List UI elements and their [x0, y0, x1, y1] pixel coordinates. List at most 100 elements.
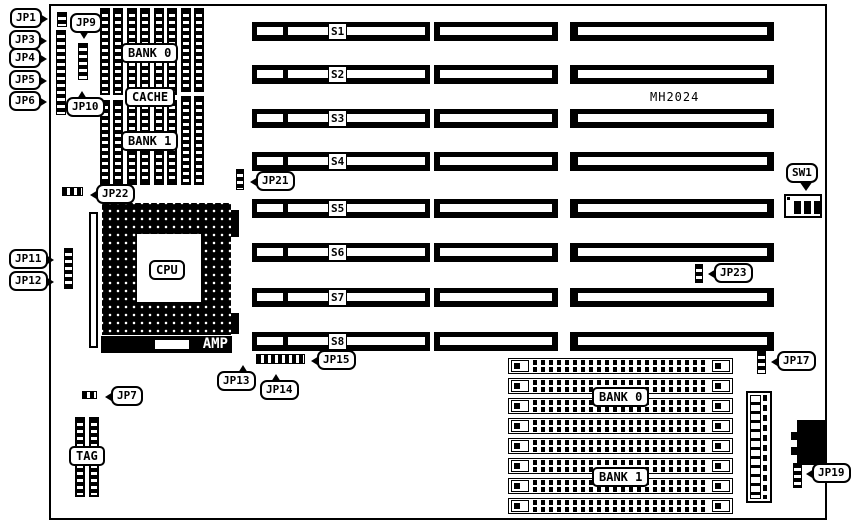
- memory-bank1-label: BANK 1: [592, 467, 650, 487]
- socket-lever-slot: [155, 340, 189, 349]
- slot-segment: [434, 288, 558, 307]
- callout-jp13: JP13: [217, 365, 256, 391]
- slot-segment: [434, 22, 558, 41]
- slot-contact-strip: [288, 248, 425, 256]
- expansion-slot-row-7: S7: [0, 288, 863, 307]
- cache-chip: [181, 8, 191, 92]
- cache-bank1-label: BANK 1: [121, 131, 179, 151]
- simm-contacts: [533, 500, 708, 512]
- slot-label: S5: [328, 200, 348, 217]
- expansion-slot-row-6: S6: [0, 243, 863, 262]
- power-connector: [746, 391, 772, 503]
- slot-contact-strip: [578, 293, 767, 301]
- jumper-jp9-jp10: [78, 43, 88, 80]
- callout-jp11: JP11: [9, 249, 53, 269]
- jumper-jp13-jp14-jp15: [256, 354, 305, 364]
- slot-contact-strip: [578, 27, 767, 35]
- slot-contact-strip: [578, 248, 767, 256]
- simm-clip: [712, 440, 730, 452]
- simm-socket: [508, 498, 733, 514]
- slot-contact-strip: [440, 70, 552, 78]
- expansion-slot-row-1: S1: [0, 22, 863, 41]
- simm-clip: [511, 380, 529, 392]
- expansion-slot-row-4: S4: [0, 152, 863, 171]
- slot-label: S6: [328, 244, 348, 261]
- slot-segment: [570, 332, 774, 351]
- slot-segment: [434, 243, 558, 262]
- simm-clip: [712, 360, 730, 372]
- callout-jp17: JP17: [771, 351, 816, 371]
- slot-segment: S5: [252, 199, 430, 218]
- jumper-jp19: [793, 463, 802, 488]
- slot-segment: [570, 109, 774, 128]
- slot-contact-strip: [440, 293, 552, 301]
- slot-segment: [434, 152, 558, 171]
- slot-contact-strip: [288, 293, 425, 301]
- simm-socket: [508, 418, 733, 434]
- slot-contact-strip: [257, 27, 283, 35]
- callout-jp14: JP14: [260, 374, 299, 400]
- expansion-slot-row-3: S3: [0, 109, 863, 128]
- cache-chip: [181, 96, 191, 185]
- jumper-jp11-jp12: [64, 248, 73, 289]
- socket-tab: [231, 210, 239, 237]
- slot-contact-strip: [257, 70, 283, 78]
- slot-contact-strip: [578, 70, 767, 78]
- callout-jp15: JP15: [311, 350, 356, 370]
- slot-label: S7: [328, 289, 348, 306]
- slot-contact-strip: [288, 70, 425, 78]
- slot-label: S2: [328, 66, 348, 83]
- slot-segment: [570, 22, 774, 41]
- simm-clip: [511, 360, 529, 372]
- slot-contact-strip: [578, 204, 767, 212]
- simm-clip: [712, 480, 730, 492]
- slot-contact-strip: [578, 337, 767, 345]
- simm-clip: [712, 460, 730, 472]
- callout-jp4: JP4: [9, 48, 47, 68]
- cache-chip: [194, 8, 204, 92]
- slot-contact-strip: [257, 157, 283, 165]
- cpu-socket-cavity: CPU: [137, 234, 201, 302]
- jumper-jp22: [62, 187, 83, 196]
- dip-pin1-dot: [787, 197, 790, 200]
- callout-jp21: JP21: [250, 171, 295, 191]
- callout-sw1: SW1: [786, 163, 818, 191]
- callout-jp6: JP6: [9, 91, 47, 111]
- slot-contact-strip: [440, 157, 552, 165]
- callout-jp22: JP22: [90, 184, 135, 204]
- slot-contact-strip: [257, 114, 283, 122]
- slot-contact-strip: [288, 337, 425, 345]
- tag-label: TAG: [69, 446, 105, 466]
- slot-segment: S4: [252, 152, 430, 171]
- expansion-slot-row-2: S2: [0, 65, 863, 84]
- callout-jp9: JP9: [70, 13, 102, 39]
- power-connector-key: [763, 395, 767, 499]
- simm-contacts: [533, 440, 708, 452]
- simm-contacts: [533, 360, 708, 372]
- jumper-jp17: [757, 351, 766, 374]
- cpu-side-bar: [89, 212, 98, 348]
- callout-jp1: JP1: [10, 8, 48, 28]
- cache-bank0-label: BANK 0: [121, 43, 179, 63]
- simm-clip: [511, 460, 529, 472]
- simm-contacts: [533, 420, 708, 432]
- slot-segment: S2: [252, 65, 430, 84]
- slot-label: S8: [328, 333, 348, 350]
- slot-contact-strip: [288, 157, 425, 165]
- slot-segment: S3: [252, 109, 430, 128]
- slot-contact-strip: [440, 337, 552, 345]
- jumper-jp21: [236, 169, 244, 190]
- cache-chip: [194, 96, 204, 185]
- callout-jp23: JP23: [708, 263, 753, 283]
- callout-jp7: JP7: [105, 386, 143, 406]
- cpu-socket: CPU: [102, 203, 231, 335]
- simm-clip: [511, 440, 529, 452]
- callout-jp12: JP12: [9, 271, 53, 291]
- slot-contact-strip: [578, 157, 767, 165]
- cpu-label: CPU: [149, 260, 185, 280]
- slot-segment: [434, 199, 558, 218]
- callout-jp19: JP19: [806, 463, 851, 483]
- sw1-dip-switch: [784, 194, 822, 218]
- slot-contact-strip: [440, 27, 552, 35]
- slot-segment: [570, 65, 774, 84]
